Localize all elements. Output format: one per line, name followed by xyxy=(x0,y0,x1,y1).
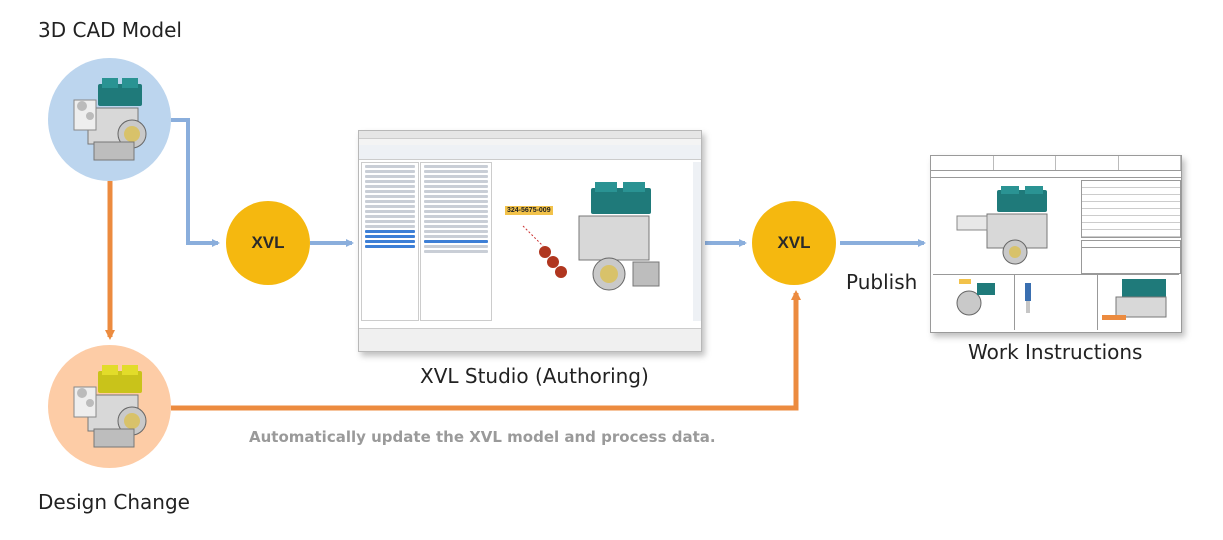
work-instructions-label: Work Instructions xyxy=(968,340,1143,364)
engine-image xyxy=(73,78,147,161)
studio-engine-image xyxy=(522,182,660,291)
studio-titlebar xyxy=(359,131,701,139)
sheet-parts-table xyxy=(1081,180,1181,238)
studio-side-toolbar xyxy=(693,162,701,321)
xvl-node-2-label: XVL xyxy=(777,233,811,252)
studio-manufacture-tree xyxy=(361,162,419,321)
studio-structure-tree xyxy=(420,162,492,321)
xvl-node-2: XVL xyxy=(752,201,836,285)
sheet-header xyxy=(931,156,1181,171)
sheet-detail-3 xyxy=(1098,275,1179,330)
cad-model-label: 3D CAD Model xyxy=(38,18,182,42)
studio-menubar xyxy=(359,139,701,145)
publish-label: Publish xyxy=(846,270,918,294)
sheet-subheader xyxy=(931,171,1181,178)
sheet-main-image xyxy=(933,180,1079,272)
xvl-node-1: XVL xyxy=(226,201,310,285)
engine-changed-image xyxy=(73,365,147,448)
studio-toolbar xyxy=(359,145,701,160)
auto-update-caption: Automatically update the XVL model and p… xyxy=(249,428,716,446)
sheet-detail-1 xyxy=(933,275,1016,330)
sheet-instructions-box xyxy=(1081,240,1181,274)
design-change-label: Design Change xyxy=(38,490,190,514)
sheet-engine-image xyxy=(956,186,1048,265)
arrow-cad-to-xvl xyxy=(171,118,220,247)
sheet-detail-2 xyxy=(1015,275,1098,330)
studio-3d-view: 324-5675-009 xyxy=(493,162,691,321)
arrow-design-change-to-xvl xyxy=(171,290,801,411)
xvl-studio-screenshot: 324-5675-009 xyxy=(358,130,702,352)
sheet-detail-images xyxy=(933,274,1179,330)
design-change-circle xyxy=(48,345,171,468)
studio-bottom-panel xyxy=(359,328,701,351)
part-number-tag: 324-5675-009 xyxy=(505,206,553,215)
xvl-node-1-label: XVL xyxy=(251,233,285,252)
studio-label: XVL Studio (Authoring) xyxy=(420,364,649,388)
work-instruction-sheet xyxy=(930,155,1182,333)
cad-model-circle xyxy=(48,58,171,181)
